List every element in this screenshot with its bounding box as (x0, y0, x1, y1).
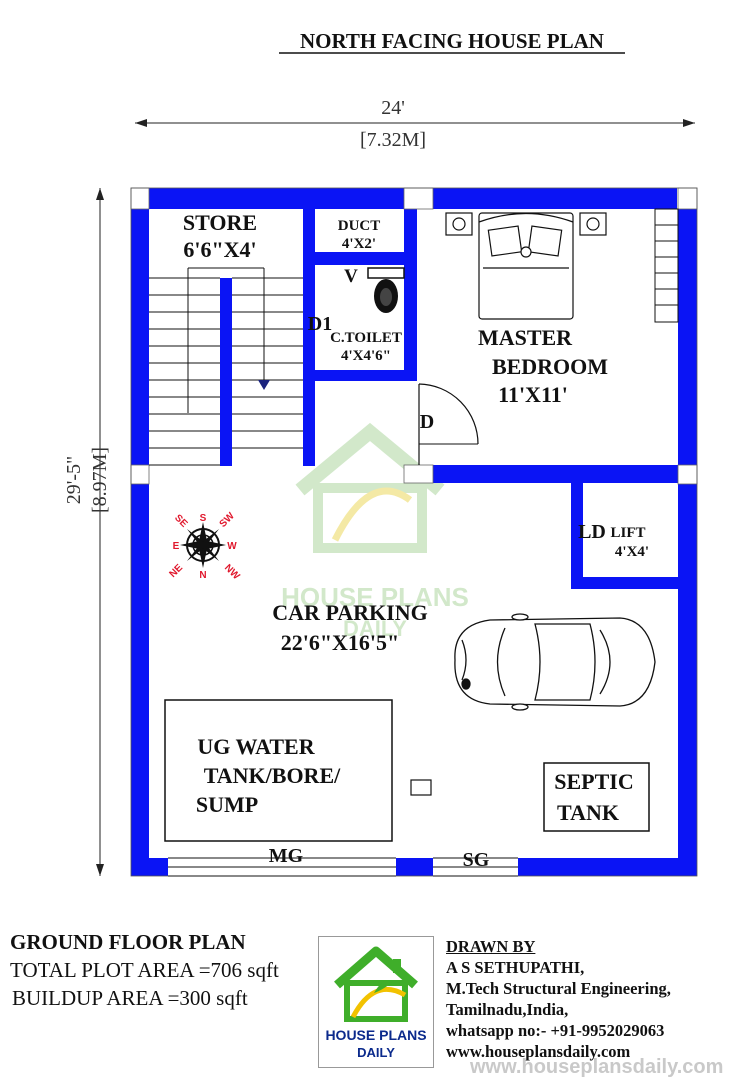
author-name: A S SETHUPATHI, (446, 958, 585, 977)
width-dimension-ft: 24' (381, 97, 405, 119)
height-arrow-top (96, 188, 104, 200)
wall-bottom-left (131, 858, 168, 876)
bedroom-label-line1: MASTER (478, 325, 573, 350)
wall-left-bottom (131, 484, 149, 876)
wall-top-right (433, 188, 677, 209)
width-dimension-m: [7.32M] (360, 129, 426, 151)
wall-store-right (303, 209, 315, 466)
plot-outline (130, 187, 698, 877)
plan-title: NORTH FACING HOUSE PLAN (300, 29, 604, 53)
wall-bottom-mid (396, 858, 433, 876)
watermark-url: www.houseplansdaily.com (470, 1056, 724, 1078)
buildup-area: BUILDUP AREA =300 sqft (12, 986, 248, 1010)
compass-sw: SW (218, 510, 238, 530)
tank-label-line3: SUMP (196, 792, 258, 817)
wall-top-mid (149, 188, 404, 209)
logo-text-line2: DAILY (357, 1045, 395, 1060)
wall-bedroom-bottom (433, 465, 678, 483)
drawn-by-label: DRAWN BY (446, 937, 536, 956)
staircase (149, 267, 303, 466)
side-gate (433, 857, 518, 877)
compass-s: S (200, 513, 207, 524)
main-gate (168, 857, 396, 877)
wall-lift-bottom (571, 577, 678, 589)
parking-label: CAR PARKING (272, 600, 427, 625)
wall-stair-divider (220, 278, 232, 466)
compass-rose (180, 522, 226, 568)
manhole (410, 779, 432, 796)
bedroom-label-line2: BEDROOM (492, 354, 608, 379)
toilet-door-label: D1 (308, 313, 332, 335)
compass-nw: NW (222, 562, 242, 582)
height-dimension-ft: 29'-5" (63, 456, 85, 504)
toilet-label: C.TOILET (330, 330, 402, 346)
toilet-fixture (367, 267, 405, 313)
width-arrow-left (135, 119, 147, 127)
columns (130, 187, 698, 485)
wall-toilet-bottom (315, 370, 417, 381)
duct-label: DUCT (338, 218, 381, 234)
height-dimension-m: [8.97M] (89, 447, 111, 513)
bedroom-door-label: D (420, 411, 434, 433)
compass-n: N (199, 570, 206, 581)
author-whatsapp: whatsapp no:- +91-9952029063 (446, 1021, 665, 1040)
logo-house-icon (334, 946, 418, 1022)
stair-arrow (258, 380, 270, 390)
author-degree: M.Tech Structural Engineering, (446, 979, 671, 998)
watermark-text-line1: HOUSE PLANS (281, 582, 469, 612)
compass-w: W (227, 541, 237, 552)
bedroom-wardrobe (654, 208, 679, 323)
store-label: STORE (183, 210, 257, 235)
wall-duct-bottom (315, 252, 417, 265)
car-icon (454, 613, 656, 711)
house-plans-daily-logo: HOUSE PLANS DAILY (318, 936, 434, 1068)
lift-size: 4'X4' (615, 544, 649, 560)
tank-label-line1: UG WATER (197, 734, 315, 759)
tank-label-line2: TANK/BORE/ (204, 763, 341, 788)
wall-right (678, 209, 697, 876)
total-plot-area: TOTAL PLOT AREA =706 sqft (10, 958, 279, 982)
bedroom-size: 11'X11' (498, 382, 568, 407)
width-arrow-right (683, 119, 695, 127)
wall-bottom-right (518, 858, 697, 876)
floor-plan-drawing: NORTH FACING HOUSE PLAN 24' [7.32M] 29'-… (63, 29, 698, 877)
parking-size: 22'6"X16'5" (281, 630, 400, 655)
logo-text-line1: HOUSE PLANS (325, 1027, 427, 1043)
wall-duct-right (404, 209, 417, 381)
compass-ne: NE (167, 562, 185, 580)
watermark-text-line2: DAILY (343, 616, 407, 641)
compass-se: SE (172, 513, 189, 530)
wall-lift-left (571, 483, 583, 589)
toilet-size: 4'X4'6" (341, 348, 391, 364)
author-location: Tamilnadu,India, (446, 1000, 569, 1019)
side-gate-label: SG (463, 849, 490, 871)
lift-door-label: LD (578, 521, 606, 543)
credits-block: DRAWN BY A S SETHUPATHI, M.Tech Structur… (446, 936, 671, 1062)
bed-furniture (445, 212, 607, 320)
lift-label: LIFT (610, 525, 645, 541)
store-size: 6'6"X4' (183, 237, 256, 262)
bedroom-door (418, 383, 479, 465)
ground-floor-heading: GROUND FLOOR PLAN (10, 930, 246, 954)
main-gate-label: MG (269, 845, 304, 867)
septic-label-line2: TANK (557, 800, 619, 825)
compass-e: E (173, 541, 180, 552)
septic-tank (543, 762, 650, 832)
height-arrow-bottom (96, 864, 104, 876)
ventilator-label: V (344, 266, 358, 287)
duct-size: 4'X2' (342, 236, 376, 252)
septic-label-line1: SEPTIC (554, 769, 633, 794)
wall-left-top (131, 209, 149, 465)
author-website: www.houseplansdaily.com (446, 1042, 631, 1061)
ug-water-tank (164, 699, 393, 842)
